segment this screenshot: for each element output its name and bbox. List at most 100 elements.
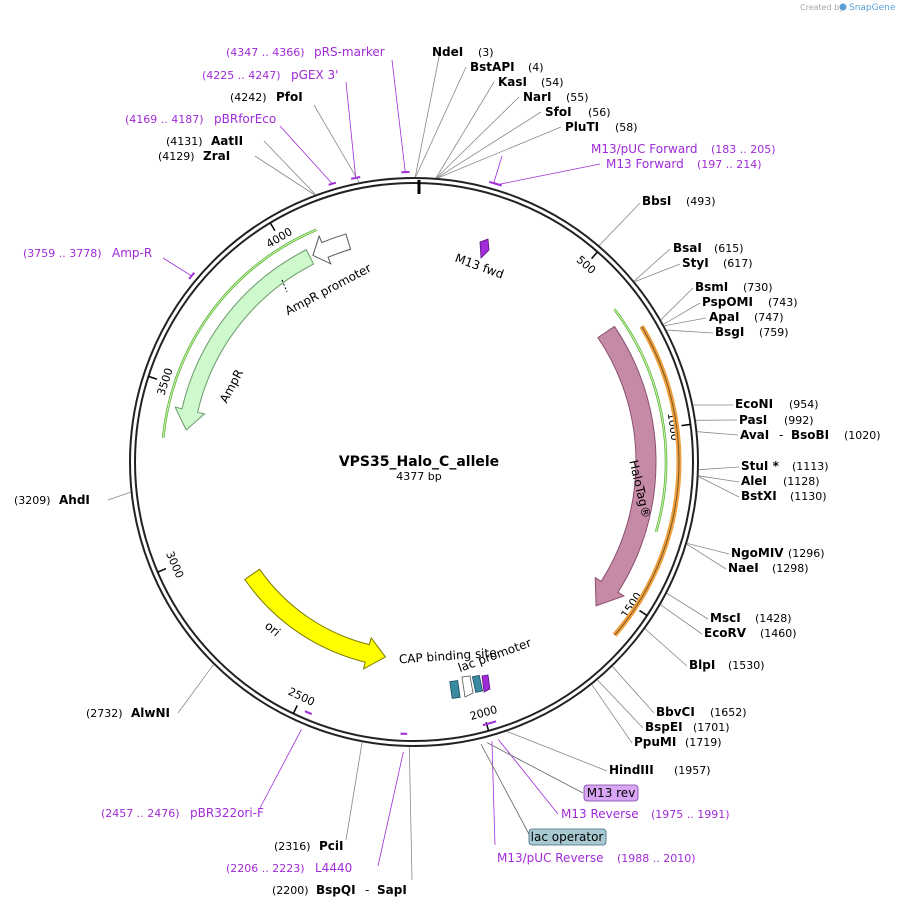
- enzyme-leader-line-21: [666, 593, 709, 620]
- enzyme-bsmi[interactable]: BsmI: [695, 280, 728, 294]
- enzyme-bsai-pos: (615): [714, 242, 744, 255]
- enzyme-apai[interactable]: ApaI: [709, 310, 739, 324]
- ori-feature-arrow[interactable]: [244, 568, 387, 670]
- primer-m13-forward[interactable]: M13 Forward: [606, 157, 684, 171]
- tick-mark-500: [591, 251, 599, 260]
- enzyme-apai-pos: (747): [754, 311, 784, 324]
- backbone-outer-ring: [129, 177, 699, 747]
- enzyme-ngomiv[interactable]: NgoMIV: [731, 546, 784, 560]
- enzyme-stui[interactable]: StuI *: [741, 459, 780, 473]
- enzyme-bspei[interactable]: BspEI: [645, 720, 683, 734]
- enzyme-leader-line-33: [263, 140, 316, 195]
- enzyme-pasi[interactable]: PasI: [739, 413, 767, 427]
- primer-leader-line-10: [486, 742, 584, 794]
- m13-fwd-arrow-icon[interactable]: [479, 238, 490, 259]
- enzyme-sapi[interactable]: SapI: [377, 883, 407, 897]
- enzyme-pcii-pos: (2316): [274, 840, 311, 853]
- lac-operator-box[interactable]: [471, 674, 484, 693]
- enzyme-bstxi[interactable]: BstXI: [741, 489, 777, 503]
- enzyme-hindiii[interactable]: HindIII: [609, 763, 654, 777]
- primer-pbr322ori-f[interactable]: pBR322ori-F: [190, 806, 264, 820]
- enzyme-ppumi[interactable]: PpuMI: [634, 735, 676, 749]
- enzyme-leader-line-17: [698, 475, 740, 483]
- m13-rev-box-label: M13 rev: [587, 786, 636, 800]
- primer-leader-line-11: [480, 743, 531, 837]
- halotag-feature-arrow[interactable]: [594, 325, 657, 607]
- enzyme-alwni[interactable]: AlwNI: [131, 706, 170, 720]
- enzyme-alei[interactable]: AleI: [741, 474, 767, 488]
- m13-fwd-label: M13 fwd: [453, 251, 506, 282]
- primer-leader-line-3: [493, 155, 503, 184]
- lac-promoter-arrow[interactable]: [461, 675, 474, 698]
- enzyme-zrai[interactable]: ZraI: [203, 149, 230, 163]
- ampr-feature-arrow[interactable]: [174, 249, 315, 431]
- enzyme-naei[interactable]: NaeI: [728, 561, 759, 575]
- enzyme-leader-line-5: [437, 126, 562, 179]
- primer-m13-puc-forward[interactable]: M13/pUC Forward: [591, 142, 698, 156]
- m13-rev-box[interactable]: [583, 784, 639, 802]
- enzyme-bbsi-pos: (493): [686, 195, 716, 208]
- orf-orange-arc-core: [614, 326, 680, 636]
- plasmid-length: 4377 bp: [396, 470, 441, 483]
- enzyme-bspqi-pos: (2200): [272, 884, 309, 897]
- enzyme-avai[interactable]: AvaI: [740, 428, 769, 442]
- enzyme-aatii[interactable]: AatII: [211, 134, 243, 148]
- ampr-promoter-feature-arrow[interactable]: [312, 233, 352, 265]
- primer-prs-marker[interactable]: pRS-marker: [314, 45, 385, 59]
- enzyme-pfoi[interactable]: PfoI: [276, 90, 303, 104]
- primer-mark-8[interactable]: [304, 710, 313, 715]
- primer-pgex3[interactable]: pGEX 3': [291, 68, 338, 82]
- tick-label-2000: 2000: [468, 703, 498, 723]
- primer-leader-line-4: [498, 163, 601, 185]
- tick-label-2500: 2500: [286, 685, 317, 709]
- enzyme-ndei[interactable]: NdeI: [432, 45, 463, 59]
- tick-mark-3500: [148, 375, 158, 380]
- enzyme-leader-line-18: [698, 476, 740, 498]
- primer-amp-r[interactable]: Amp-R: [112, 246, 152, 260]
- enzyme-ecorv[interactable]: EcoRV: [704, 626, 747, 640]
- cap-binding-site-box[interactable]: [449, 680, 461, 699]
- enzyme-bbsi[interactable]: BbsI: [642, 194, 671, 208]
- primer-leader-line-6: [498, 739, 559, 815]
- enzyme-ahdi[interactable]: AhdI: [59, 493, 90, 507]
- enzyme-ahdi-pos: (3209): [14, 494, 51, 507]
- enzyme-nari[interactable]: NarI: [523, 90, 552, 104]
- primer-l4440[interactable]: L4440: [315, 861, 352, 875]
- enzyme-pspomi[interactable]: PspOMI: [702, 295, 753, 309]
- primer-mark-7[interactable]: [482, 721, 492, 727]
- lac-operator-box-tag[interactable]: [528, 828, 607, 846]
- enzyme-bsobi[interactable]: BsoBI: [791, 428, 829, 442]
- primer-pbrforeco[interactable]: pBRforEco: [214, 112, 276, 126]
- enzyme-sfoi[interactable]: SfoI: [545, 105, 572, 119]
- primer-pbr322ori-f-range: (2457 .. 2476): [101, 807, 180, 820]
- enzyme-bbvci[interactable]: BbvCI: [656, 705, 695, 719]
- orf-ampr-arc-fill: [162, 229, 317, 438]
- enzyme-styi[interactable]: StyI: [682, 256, 709, 270]
- enzyme-bstapi[interactable]: BstAPI: [470, 60, 515, 74]
- tick-mark-2500: [292, 705, 298, 714]
- primer-leader-line-9: [377, 751, 404, 867]
- primer-mark-2[interactable]: [328, 181, 337, 186]
- m13-rev-arrow-icon[interactable]: [481, 674, 491, 693]
- enzyme-econi[interactable]: EcoNI: [735, 397, 773, 411]
- enzyme-econi-pos: (954): [789, 398, 819, 411]
- enzyme-kasi[interactable]: KasI: [498, 75, 527, 89]
- enzyme-alwni-pos: (2732): [86, 707, 123, 720]
- primer-m13-puc-reverse[interactable]: M13/pUC Reverse: [497, 851, 604, 865]
- enzyme-bspqi[interactable]: BspQI: [316, 883, 356, 897]
- primer-m13-reverse[interactable]: M13 Reverse: [561, 807, 639, 821]
- enzyme-stui-pos: (1113): [792, 460, 829, 473]
- enzyme-bsgi[interactable]: BsgI: [715, 325, 744, 339]
- enzyme-pluti[interactable]: PluTI: [565, 120, 599, 134]
- enzyme-leader-line-12: [666, 329, 714, 334]
- enzyme-blpi[interactable]: BlpI: [689, 658, 715, 672]
- primer-pbrforeco-range: (4169 .. 4187): [125, 113, 204, 126]
- primer-mark-5[interactable]: [188, 272, 196, 280]
- enzyme-leader-lines: [107, 51, 740, 881]
- enzyme-leader-line-34: [313, 104, 360, 183]
- enzyme-pcii[interactable]: PciI: [319, 839, 344, 853]
- enzyme-msci[interactable]: MscI: [710, 611, 741, 625]
- enzyme-bsai[interactable]: BsaI: [673, 241, 702, 255]
